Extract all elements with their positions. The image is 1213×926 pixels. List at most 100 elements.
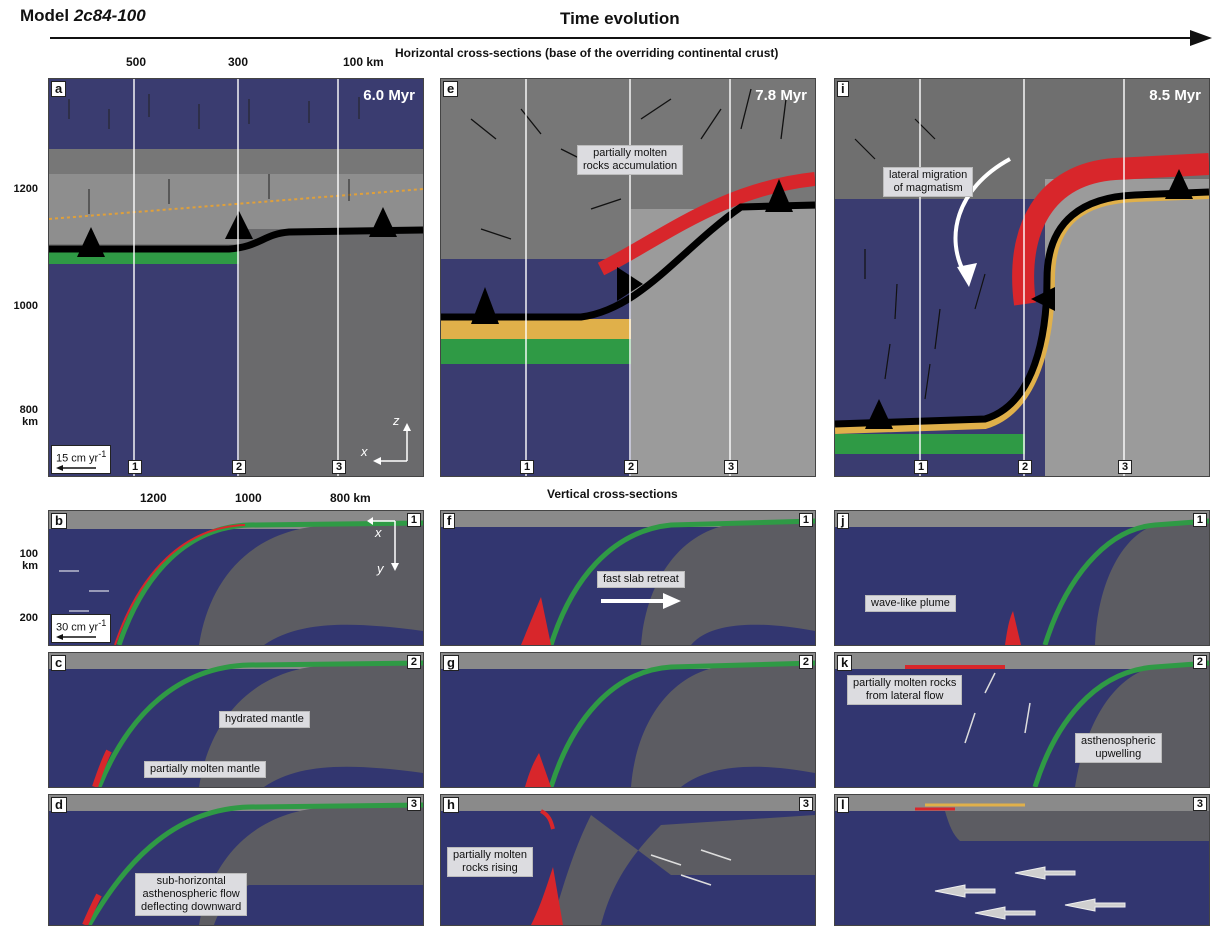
panel-b-axes-icon — [367, 517, 399, 571]
panel-i-note-line-2: of magmatism — [893, 182, 963, 194]
model-name: 2c84-100 — [73, 6, 146, 25]
panel-e-time: 7.8 Myr — [755, 87, 807, 104]
panel-d-section-number: 3 — [406, 797, 421, 811]
panel-a-letter: a — [51, 81, 67, 97]
panel-e-note-line-1: partially molten — [593, 147, 668, 159]
panel-d-note-line-1: sub-horizontal — [156, 875, 226, 887]
panel-d: d 3 sub-horizontal asthenospheric flow d… — [48, 794, 424, 926]
bottom-x-label-1000: 1000 — [235, 491, 262, 505]
panel-c-letter: c — [51, 655, 67, 671]
panel-b-section — [49, 511, 423, 645]
horizontal-sections-title: Horizontal cross-sections (base of the o… — [395, 46, 779, 60]
panel-h: h 3 partially molten rocks rising — [440, 794, 816, 926]
vertical-sections-title: Vertical cross-sections — [547, 487, 678, 501]
panel-e-map — [441, 79, 815, 476]
panel-g-section-number: 2 — [798, 655, 813, 669]
panel-i-section-2: 2 — [1018, 460, 1033, 474]
panel-a-time: 6.0 Myr — [363, 87, 415, 104]
panel-i-migration-note: lateral migration of magmatism — [883, 167, 974, 197]
panel-h-section-number: 3 — [798, 797, 813, 811]
top-x-label-100: 100 km — [343, 55, 384, 69]
top-y-label-1000: 1000 — [13, 300, 38, 312]
panel-l: l 3 — [834, 794, 1210, 926]
panel-k-note-line-2: from lateral flow — [865, 690, 944, 702]
panel-d-flow-note: sub-horizontal asthenospheric flow defle… — [135, 873, 248, 916]
time-evolution-label: Time evolution — [560, 9, 680, 28]
panel-e-section-1: 1 — [520, 460, 535, 474]
model-title: Model 2c84-100 — [20, 6, 146, 26]
bottom-y-label-km: km — [22, 560, 38, 572]
panel-i-section-3: 3 — [1118, 460, 1133, 474]
top-y-label-km: km — [22, 416, 38, 428]
top-x-label-300: 300 — [228, 55, 249, 69]
panel-a-scale-text: 15 cm yr — [56, 453, 99, 465]
panel-h-rising-note: partially molten rocks rising — [447, 847, 533, 877]
panel-a-section-1: 1 — [128, 460, 143, 474]
panel-b-axis-x: x — [375, 525, 382, 540]
panel-d-letter: d — [51, 797, 67, 813]
panel-f-letter: f — [443, 513, 456, 529]
panel-b-scale-arrow — [56, 634, 96, 640]
panel-j-plume-note: wave-like plume — [865, 595, 956, 612]
panel-e-accumulation-note: partially molten rocks accumulation — [577, 145, 684, 175]
panel-k-section-number: 2 — [1192, 655, 1207, 669]
panel-k-note-line-4: upwelling — [1095, 748, 1142, 760]
panel-b-scale-exp: -1 — [98, 618, 107, 629]
panel-a-scale-exp: -1 — [98, 449, 107, 460]
top-y-label-800: 800 — [19, 404, 38, 416]
bottom-x-label-800: 800 km — [330, 491, 371, 505]
panel-i: i 8.5 Myr lateral migration of magmatism… — [834, 78, 1210, 477]
panel-i-section-1: 1 — [914, 460, 929, 474]
panel-a-axis-x: x — [361, 444, 368, 459]
panel-a-section-3: 3 — [332, 460, 347, 474]
panel-k: k 2 partially molten rocks from lateral … — [834, 652, 1210, 788]
panel-f-retreat-note: fast slab retreat — [597, 571, 685, 588]
panel-e-letter: e — [443, 81, 459, 97]
panel-b-section-number: 1 — [406, 513, 421, 527]
panel-k-upwelling-note: asthenospheric upwelling — [1075, 733, 1162, 763]
panel-a-section-2: 2 — [232, 460, 247, 474]
panel-k-letter: k — [837, 655, 853, 671]
panel-h-letter: h — [443, 797, 459, 813]
panel-c: c 2 hydrated mantle partially molten man… — [48, 652, 424, 788]
panel-g-section — [441, 653, 815, 787]
panel-e: e 7.8 Myr partially molten rocks accumul… — [440, 78, 816, 477]
panel-h-note-line-2: rocks rising — [462, 862, 518, 874]
panel-e-section-lines — [525, 79, 731, 476]
panel-h-note-line-1: partially molten — [453, 849, 527, 861]
panel-c-section-number: 2 — [406, 655, 421, 669]
panel-g-letter: g — [443, 655, 459, 671]
panel-i-note-line-1: lateral migration — [889, 169, 968, 181]
panel-f-section-number: 1 — [798, 513, 813, 527]
panel-k-note-line-1: partially molten rocks — [853, 677, 957, 689]
panel-j-section — [835, 511, 1209, 645]
panel-f-section — [441, 511, 815, 645]
panel-b: b 1 30 cm yr-1 x y — [48, 510, 424, 646]
panel-b-letter: b — [51, 513, 67, 529]
top-y-label-1200: 1200 — [13, 183, 38, 195]
panel-e-note-line-2: rocks accumulation — [583, 160, 678, 172]
panel-d-note-line-2: asthenospheric flow — [142, 888, 240, 900]
panel-a-map — [49, 79, 423, 476]
panel-a-axes-icon — [373, 423, 411, 465]
bottom-y-label-200: 200 — [19, 612, 38, 624]
panel-k-section — [835, 653, 1209, 787]
panel-b-scale-text: 30 cm yr — [56, 622, 99, 634]
panel-e-section-3: 3 — [724, 460, 739, 474]
panel-d-note-line-3: deflecting downward — [141, 901, 242, 913]
bottom-x-label-1200: 1200 — [140, 491, 167, 505]
time-arrow — [50, 30, 1212, 46]
panel-a-axis-z: z — [393, 413, 400, 428]
panel-e-section-2: 2 — [624, 460, 639, 474]
panel-i-section-lines — [919, 79, 1125, 476]
panel-b-axis-y: y — [377, 561, 384, 576]
panel-j: j 1 wave-like plume — [834, 510, 1210, 646]
panel-c-molten-note: partially molten mantle — [144, 761, 267, 778]
model-prefix: Model — [20, 6, 70, 25]
panel-i-letter: i — [837, 81, 849, 97]
panel-k-lateral-note: partially molten rocks from lateral flow — [847, 675, 963, 705]
panel-a: a 6.0 Myr 1 2 3 15 cm yr-1 z x — [48, 78, 424, 477]
panel-a-scale-arrow — [56, 465, 96, 471]
panel-i-map — [835, 79, 1209, 476]
